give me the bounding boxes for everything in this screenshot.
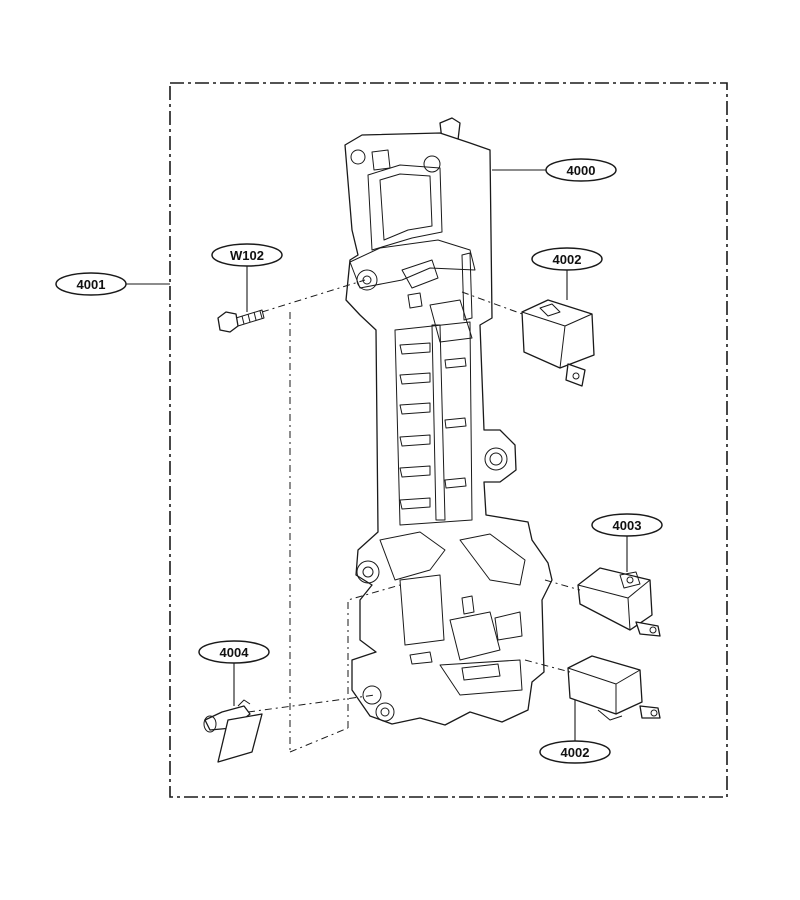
lever-assembly-line bbox=[247, 694, 376, 713]
callout-4002-top: 4002 bbox=[531, 247, 603, 271]
callout-4002-bottom-label: 4002 bbox=[561, 745, 590, 760]
callout-4002-top-label: 4002 bbox=[553, 252, 582, 267]
callout-w102-label: W102 bbox=[230, 248, 264, 263]
assembly-boundary bbox=[169, 82, 728, 798]
callout-4004: 4004 bbox=[198, 640, 270, 664]
micro-switch-icon bbox=[577, 567, 661, 637]
callout-4003-label: 4003 bbox=[613, 518, 642, 533]
micro-switch-icon bbox=[567, 655, 661, 721]
callout-4001-label: 4001 bbox=[77, 277, 106, 292]
screw-icon bbox=[217, 309, 265, 333]
callout-4002-bottom: 4002 bbox=[539, 740, 611, 764]
callout-4001: 4001 bbox=[55, 272, 127, 296]
latch-frame-icon bbox=[344, 117, 553, 726]
screw-assembly-line bbox=[261, 279, 366, 313]
micro-switch-icon bbox=[521, 299, 595, 387]
frame-outline-dashed bbox=[289, 312, 401, 753]
switch-top-assembly-line bbox=[461, 291, 526, 316]
callout-w102: W102 bbox=[211, 243, 283, 267]
callout-4000: 4000 bbox=[545, 158, 617, 182]
lever-icon bbox=[203, 699, 263, 763]
callout-4004-label: 4004 bbox=[220, 645, 250, 660]
callout-4000-label: 4000 bbox=[567, 163, 596, 178]
callout-4003: 4003 bbox=[591, 513, 663, 537]
switch-bottom-assembly-line bbox=[524, 659, 571, 673]
switch-middle-assembly-line bbox=[544, 579, 581, 591]
